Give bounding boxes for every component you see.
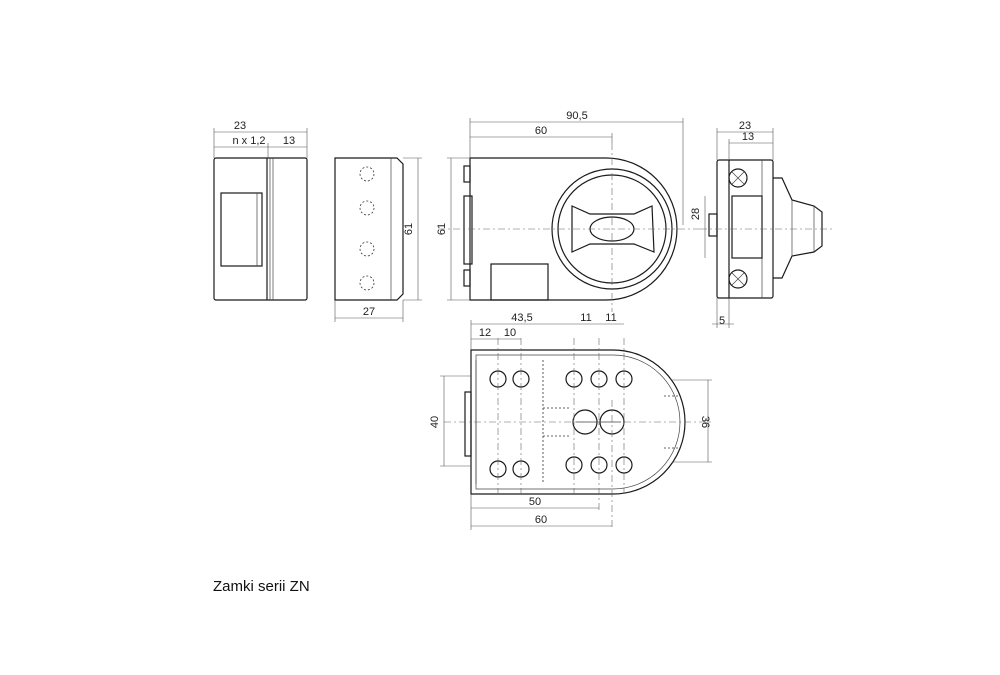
dim-label-12: 12 <box>479 327 491 339</box>
top-view-outline <box>470 349 686 495</box>
side-view-left-body <box>213 157 308 301</box>
front-view-knob-grip <box>571 205 655 253</box>
side-view-right-knob <box>773 177 823 279</box>
front-view-lower-recess <box>490 263 549 301</box>
side-view-left: 23 n x 1,2 13 <box>213 120 308 301</box>
front-view-tab <box>463 165 471 183</box>
dim-label-23: 23 <box>739 120 751 132</box>
side-view-right-latch <box>708 213 718 237</box>
screw-slot <box>731 171 745 185</box>
back-view-hole <box>359 275 375 291</box>
dim-label-36: 36 <box>699 416 711 428</box>
screw-slot <box>731 272 745 286</box>
caption: Zamki serii ZN <box>213 578 310 595</box>
dim-label-10: 10 <box>504 327 516 339</box>
dim-label-43-5: 43,5 <box>511 312 532 324</box>
front-view-bolt-slot <box>463 195 473 265</box>
dim-label-40: 40 <box>429 416 441 428</box>
dim-label-5: 5 <box>719 315 725 327</box>
back-view: 61 27 <box>334 157 422 322</box>
side-view-left-bolt-window <box>220 192 263 267</box>
side-view-right-bolt <box>731 195 763 259</box>
screw-head-top <box>728 168 748 188</box>
back-view-hole <box>359 200 375 216</box>
back-view-hole <box>359 241 375 257</box>
dim-label-61: 61 <box>403 223 415 235</box>
dim-label-13: 13 <box>742 131 754 143</box>
dim-label-11a: 11 <box>580 312 591 324</box>
dim-label-60: 60 <box>535 514 547 526</box>
dim-label-23: 23 <box>234 120 246 132</box>
dim-label-60: 60 <box>535 125 547 137</box>
screw-head-bottom <box>728 269 748 289</box>
dim-label-50: 50 <box>529 496 541 508</box>
front-view: 90,5 60 61 <box>436 110 700 312</box>
dim-label-28: 28 <box>690 208 702 220</box>
back-view-body <box>334 157 404 301</box>
top-view: 43,5 12 10 11 11 40 36 50 60 <box>429 312 712 530</box>
dim-label-27: 27 <box>363 306 375 318</box>
dim-label-11b: 11 <box>605 312 616 324</box>
dim-label-13: 13 <box>283 135 295 147</box>
dim-label-n: n x 1,2 <box>232 135 265 147</box>
dim-label-90-5: 90,5 <box>566 110 587 122</box>
front-view-tab <box>463 269 471 287</box>
front-view-body <box>469 157 678 301</box>
top-view-latch <box>464 391 472 457</box>
dim-label-61: 61 <box>436 223 448 235</box>
back-view-hole <box>359 166 375 182</box>
side-view-right: 23 13 28 5 <box>690 120 835 328</box>
top-view-inner-outline <box>475 354 681 490</box>
